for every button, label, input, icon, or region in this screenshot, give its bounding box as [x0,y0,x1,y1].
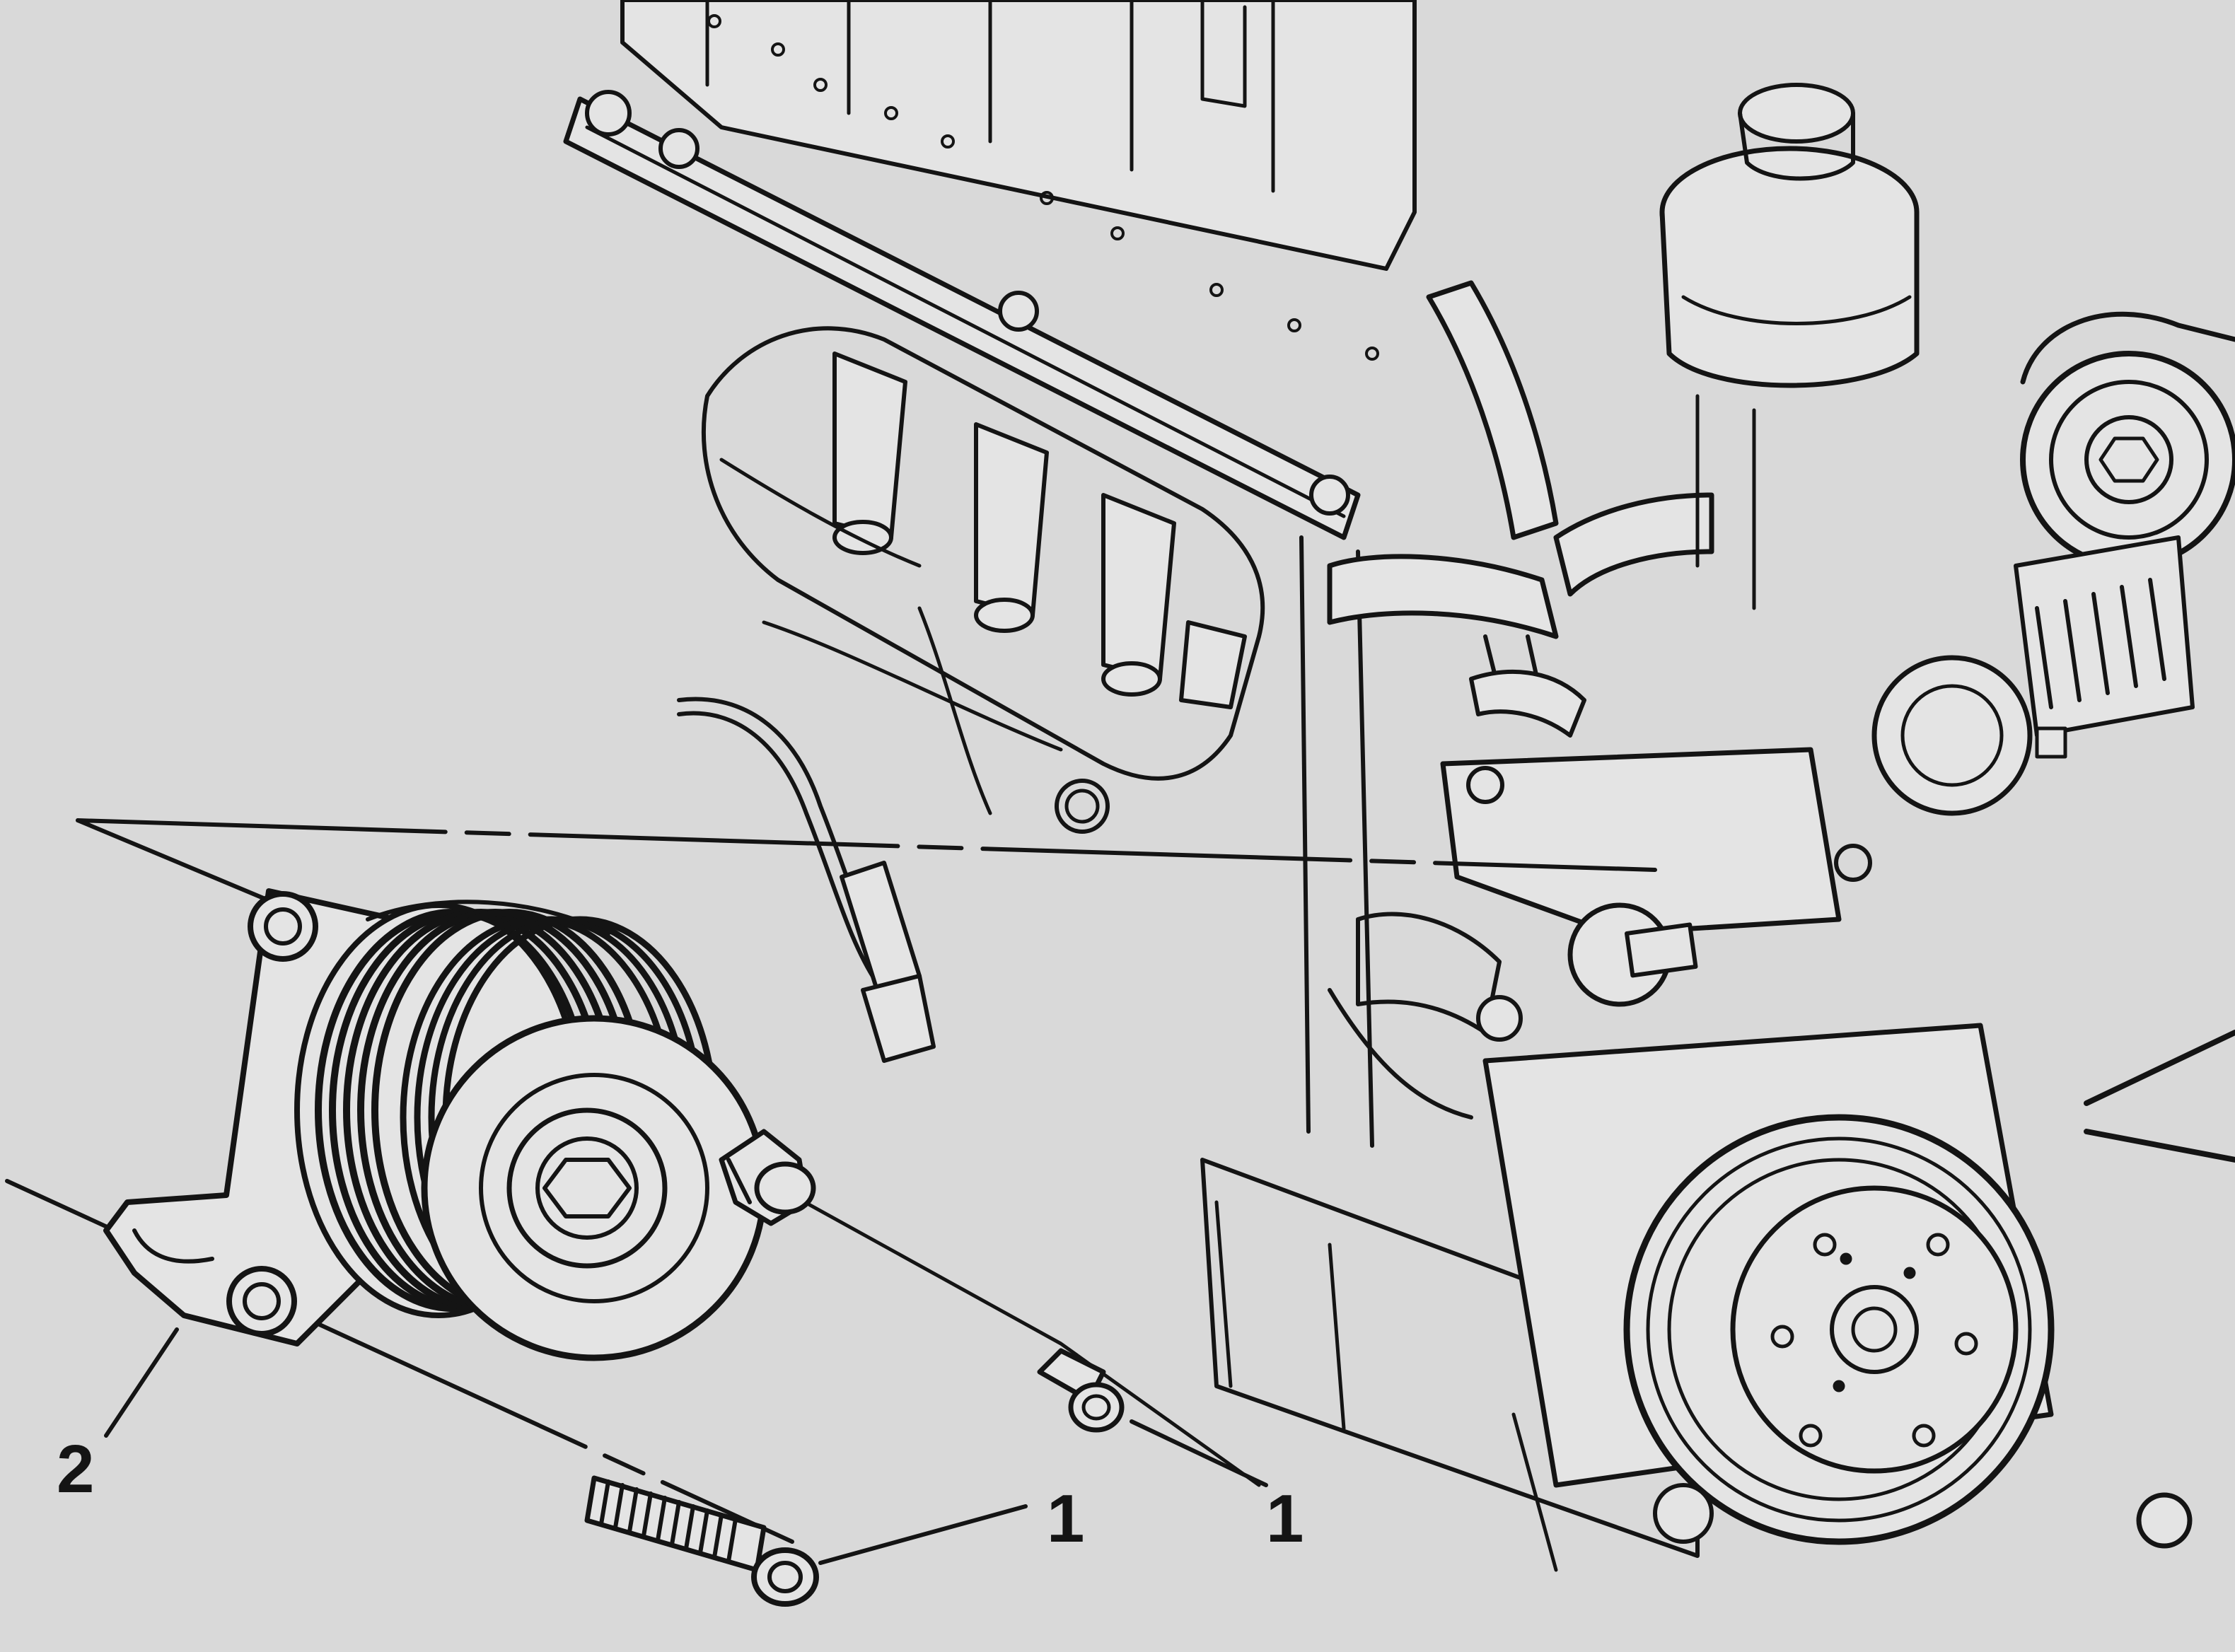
cylinder-head [620,0,1417,361]
bolt-upper [719,1129,816,1226]
callout-leader-lines [104,1327,1268,1565]
callout-label-bolt-lower: 1 [1266,1481,1304,1557]
pump-mount-bracket [1328,747,1872,1119]
oxygen-sensor-wire [677,697,936,1063]
idler-pulley-assembly [103,888,767,1361]
coolant-reservoir [1659,83,1920,610]
bolt-lower [1037,1348,1125,1433]
upper-right-pulley [1871,311,2235,816]
callout-labels: 1 1 2 [57,1431,1304,1557]
callout-label-idler-bracket: 2 [57,1431,94,1507]
ac-compressor [1482,1023,2235,1549]
bolt-long [584,1475,819,1607]
exhaust-manifold [701,326,1265,834]
engine-assembly [563,0,2235,1572]
coolant-hoses [1327,280,1714,738]
fuel-rail [563,90,1361,540]
callout-label-bolt-upper: 1 [1047,1481,1084,1557]
